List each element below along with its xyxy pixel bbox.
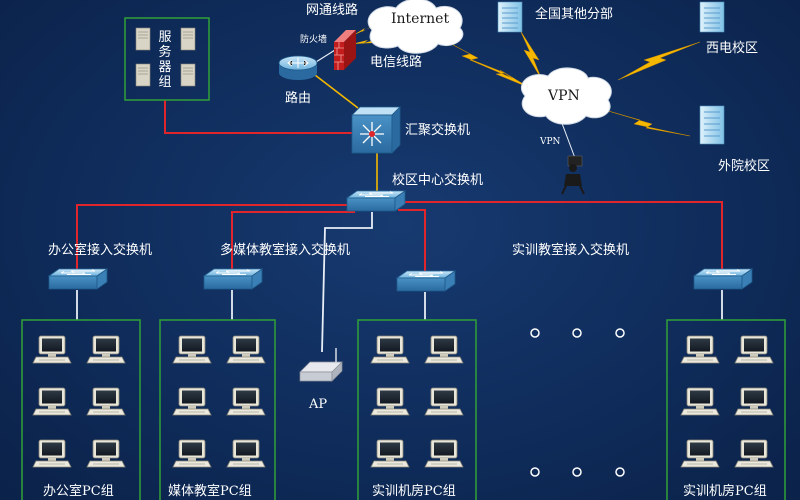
- internet-label: Internet: [391, 11, 450, 27]
- lab-pc-group-box: [357, 319, 477, 500]
- pc-icon: [370, 335, 410, 364]
- telecom-line-label: 电信线路: [370, 55, 423, 70]
- pc-icon: [172, 387, 212, 416]
- pc-icon: [32, 335, 72, 364]
- pc-icon: [226, 335, 266, 364]
- remote-user-icon: [561, 155, 585, 195]
- pc-icon: [424, 335, 464, 364]
- aggregation-switch-label: 汇聚交换机: [405, 123, 471, 138]
- multimedia-pc-group-box: [159, 319, 276, 500]
- vpn-user-link: [559, 117, 576, 159]
- pc-icon: [226, 439, 266, 468]
- training-access-switch-icon: [693, 268, 753, 290]
- router-icon: [278, 55, 318, 80]
- pc-icon: [680, 335, 720, 364]
- server-icon: [180, 63, 196, 87]
- firewall-icon: [334, 30, 356, 70]
- pc-icon: [86, 335, 126, 364]
- core-training-link: [405, 201, 723, 270]
- pc-icon: [734, 335, 774, 364]
- pc-icon: [32, 439, 72, 468]
- office-access-switch-icon: [48, 268, 108, 290]
- aggregation-switch-icon: [351, 106, 401, 154]
- internet-cloud: [367, 0, 464, 54]
- core-multimedia-link: [231, 211, 355, 270]
- office-access-switch-label: 办公室接入交换机: [48, 243, 153, 258]
- west-campus-label: 西电校区: [706, 41, 759, 56]
- lab2-pc-group-box: [666, 319, 786, 500]
- wan-bolt-internet-vpn: [439, 37, 531, 89]
- pc-icon: [86, 439, 126, 468]
- ap-label: AP: [309, 397, 328, 412]
- router-firewall-link: [315, 49, 336, 63]
- core-switch-icon: [346, 190, 406, 212]
- pc-icon: [424, 439, 464, 468]
- pc-icon: [680, 439, 720, 468]
- multimedia-access-switch-icon: [203, 268, 263, 290]
- pc-icon: [86, 387, 126, 416]
- pc-icon: [172, 439, 212, 468]
- lab2-pc-group-label: 实训机房PC组: [683, 484, 767, 499]
- pc-icon: [32, 387, 72, 416]
- multimedia-access-switch-label: 多媒体教室接入交换机: [220, 243, 351, 258]
- core-ap-link: [321, 212, 373, 353]
- wan-bolt-vpn-national: [519, 29, 543, 81]
- wan-bolt-vpn-outer: [597, 107, 691, 137]
- ap-icon: [299, 348, 343, 382]
- pc-icon: [424, 387, 464, 416]
- wan-bolt-vpn-west: [617, 41, 701, 81]
- vpn-cloud-label: VPN: [548, 88, 580, 104]
- server-icon: [135, 27, 151, 51]
- pc-icon: [370, 387, 410, 416]
- firewall-label: 防火墙: [300, 35, 328, 45]
- pc-icon: [734, 439, 774, 468]
- pc-icon: [734, 387, 774, 416]
- netcom-line-label: 网通线路: [306, 3, 359, 18]
- office-pc-group-label: 办公室PC组: [43, 484, 114, 499]
- server-icon: [135, 63, 151, 87]
- wan-bolt-firewall-internet: [352, 22, 382, 45]
- pc-icon: [680, 387, 720, 416]
- lab-pc-group-label: 实训机房PC组: [372, 484, 456, 499]
- pc-icon: [370, 439, 410, 468]
- router-aggregation-link: [314, 74, 359, 109]
- server-group-label: 服务器组: [158, 30, 172, 90]
- outer-campus-label: 外院校区: [718, 159, 771, 174]
- vpn-link-label: VPN: [540, 137, 561, 147]
- pc-icon: [172, 335, 212, 364]
- lab-access-switch-icon: [396, 270, 456, 292]
- multimedia-pc-group-label: 媒体教室PC组: [168, 484, 252, 499]
- building-icon-outer: [699, 105, 725, 145]
- national-branch-label: 全国其他分部: [535, 7, 614, 22]
- vpn-cloud: [520, 67, 612, 125]
- core-office-link: [76, 204, 347, 270]
- core-lab-link: [398, 209, 426, 272]
- server-group-box: [124, 17, 210, 101]
- server-icon: [180, 27, 196, 51]
- training-access-switch-label: 实训教室接入交换机: [512, 243, 630, 258]
- building-icon-west: [699, 1, 725, 33]
- more-rooms-indicator: [530, 328, 625, 477]
- core-switch-label: 校区中心交换机: [392, 173, 484, 188]
- office-pc-group-box: [21, 319, 141, 500]
- building-icon-national: [497, 1, 523, 33]
- pc-icon: [226, 387, 266, 416]
- server-link: [164, 100, 352, 134]
- router-label: 路由: [285, 91, 312, 106]
